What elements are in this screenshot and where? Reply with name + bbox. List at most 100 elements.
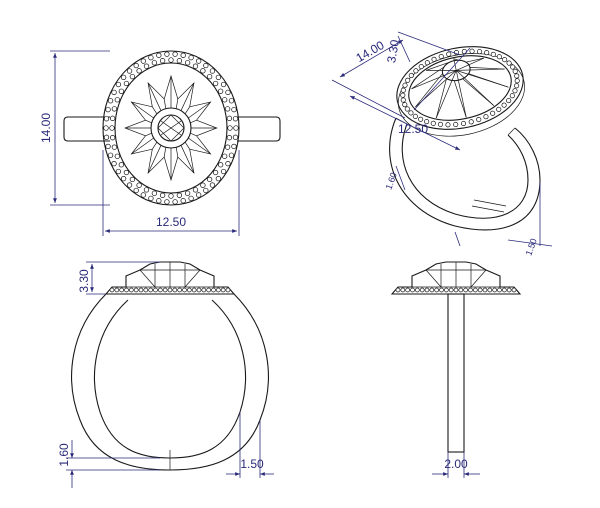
halo-stone <box>162 287 168 293</box>
halo-stone <box>209 182 216 188</box>
halo-stone <box>184 60 191 66</box>
iso-star-ray <box>456 68 505 71</box>
iso-star-ray <box>456 70 509 88</box>
halo-stone <box>453 287 459 293</box>
halo-stone <box>151 60 158 66</box>
halo-stone <box>126 68 133 74</box>
halo-stone <box>231 106 237 113</box>
halo-stone <box>232 134 239 140</box>
halo-stone <box>105 143 111 150</box>
iso-halo-stone <box>476 49 483 55</box>
halo-stone <box>129 176 136 183</box>
halo-stone <box>182 287 187 293</box>
halo-stone <box>157 287 163 293</box>
star-ray <box>184 141 190 150</box>
halo-stones <box>103 51 239 205</box>
star-ray <box>190 132 197 137</box>
star-ray <box>145 132 152 137</box>
halo-stone <box>220 287 226 293</box>
star-ray <box>147 145 162 174</box>
halo-stone <box>220 81 227 88</box>
halo-stone <box>118 88 125 94</box>
iso-engraving <box>471 199 507 213</box>
halo-stone <box>109 115 116 121</box>
front-dimension-band: 1.60 <box>57 443 71 467</box>
halo-stone <box>434 287 440 293</box>
iso-dim-line-depth <box>397 35 411 63</box>
extension-line <box>397 31 461 56</box>
halo-stone <box>463 287 469 293</box>
halo-stone <box>105 106 111 113</box>
star-ray <box>131 101 154 119</box>
iso-star-ray <box>468 73 509 88</box>
halo-stone <box>212 169 219 176</box>
halo-stone <box>184 190 191 196</box>
iso-halo-stone <box>496 54 502 60</box>
iso-halo-stone <box>418 64 424 70</box>
iso-halo-stone <box>514 73 520 79</box>
isometric-view: 14.00 3.30 12.50 1.60 1.50 <box>331 31 553 257</box>
halo-stone <box>196 287 202 293</box>
side-dimension-width: 2.00 <box>444 457 468 471</box>
halo-stone <box>111 106 118 112</box>
star-ray <box>163 147 167 158</box>
halo-stone <box>172 287 178 293</box>
halo-stone <box>111 144 118 150</box>
halo-stone <box>443 287 449 293</box>
halo-stone <box>400 287 406 293</box>
halo-stone <box>192 187 199 193</box>
side-head-outline <box>390 261 522 295</box>
halo-stone <box>114 153 120 159</box>
side-head-details <box>412 262 500 288</box>
halo-stone <box>136 182 142 188</box>
front-halo-stones <box>109 287 231 293</box>
iso-center-stone <box>441 59 471 82</box>
iso-dimension-depth: 3.30 <box>384 38 402 64</box>
halo-stone <box>211 287 216 293</box>
dimension-top-height: 14.00 <box>39 113 53 143</box>
halo-stone <box>118 162 125 168</box>
halo-stone <box>395 287 401 293</box>
halo-stone <box>133 287 139 293</box>
halo-stone <box>196 58 202 64</box>
iso-halo-stone <box>484 50 490 56</box>
halo-stone <box>123 80 130 87</box>
halo-stone <box>120 74 127 80</box>
side-band <box>447 293 465 453</box>
halo-stone <box>176 58 183 64</box>
iso-halo-stone <box>496 106 502 112</box>
iso-halo-stone <box>461 48 467 55</box>
star-ray <box>131 137 154 155</box>
iso-halo-stone <box>506 60 512 66</box>
iso-halo-stone <box>412 113 418 119</box>
halo-stone <box>200 68 206 74</box>
extension-line <box>413 47 471 111</box>
halo-stone <box>168 193 174 199</box>
iso-dim-line-band <box>395 165 406 191</box>
iso-halo-stone <box>430 120 436 126</box>
iso-halo-stone <box>501 102 507 108</box>
star-ray <box>152 106 158 115</box>
halo-stone <box>140 58 146 64</box>
front-dimension-height: 3.30 <box>77 269 91 293</box>
iso-halo-stone <box>400 92 406 98</box>
front-head-outline <box>104 261 236 295</box>
halo-stone <box>419 287 425 293</box>
halo-stone <box>167 287 173 293</box>
star-ray <box>147 82 162 111</box>
halo-stone <box>107 152 114 158</box>
star-ray <box>145 119 152 124</box>
side-halo-stones <box>395 287 517 293</box>
star-ray <box>190 119 197 124</box>
halo-stone <box>164 51 170 57</box>
halo-stone <box>226 115 233 121</box>
halo-stone <box>206 287 212 293</box>
halo-stone <box>497 287 502 293</box>
halo-stone <box>196 192 202 198</box>
halo-stone <box>201 287 207 293</box>
front-dimension-width: 1.50 <box>240 457 264 471</box>
halo-stone <box>209 68 216 74</box>
halo-stone <box>140 192 146 198</box>
halo-stone <box>225 287 231 293</box>
